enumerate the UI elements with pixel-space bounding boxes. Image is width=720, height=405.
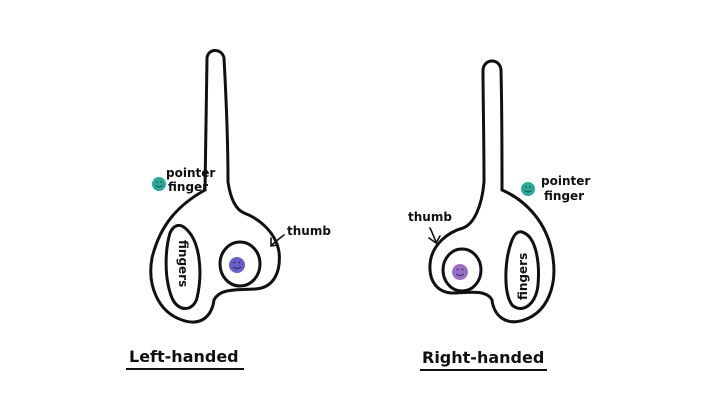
left-thumb-loop: [218, 240, 262, 288]
right-title-underline: [420, 369, 547, 371]
right-title: Right-handed: [422, 348, 545, 367]
right-fingers-label: fingers: [516, 253, 530, 300]
right-scissors: [428, 59, 556, 324]
right-handle-outline: [428, 180, 556, 324]
left-pointer-dot: [152, 177, 166, 191]
right-thumb-loop: [441, 247, 483, 293]
left-scissors: [149, 49, 281, 324]
left-fingers-loop: [164, 223, 202, 310]
right-fingers-loop: [504, 230, 540, 310]
left-thumb-dot: [229, 257, 245, 273]
left-thumb-smiley: [232, 266, 242, 269]
right-pointer-label-line1: pointer: [541, 174, 591, 188]
left-title: Left-handed: [129, 347, 239, 366]
left-thumb-label: thumb: [287, 224, 331, 238]
right-pointer-label-line2: finger: [544, 189, 585, 203]
right-thumb-dot: [452, 264, 468, 280]
left-thumb-arrow: [270, 234, 285, 247]
right-thumb-label: thumb: [408, 210, 452, 224]
left-fingers-label: fingers: [176, 240, 190, 287]
left-pointer-label-line2: finger: [168, 180, 209, 194]
left-handle-outline: [149, 180, 281, 324]
right-blade-outline: [481, 59, 504, 192]
left-title-underline: [126, 368, 244, 370]
left-blade-outline: [203, 49, 230, 192]
right-pointer-dot: [521, 182, 535, 196]
left-pointer-label-line1: pointer: [166, 166, 216, 180]
right-thumb-arrow: [428, 227, 441, 245]
